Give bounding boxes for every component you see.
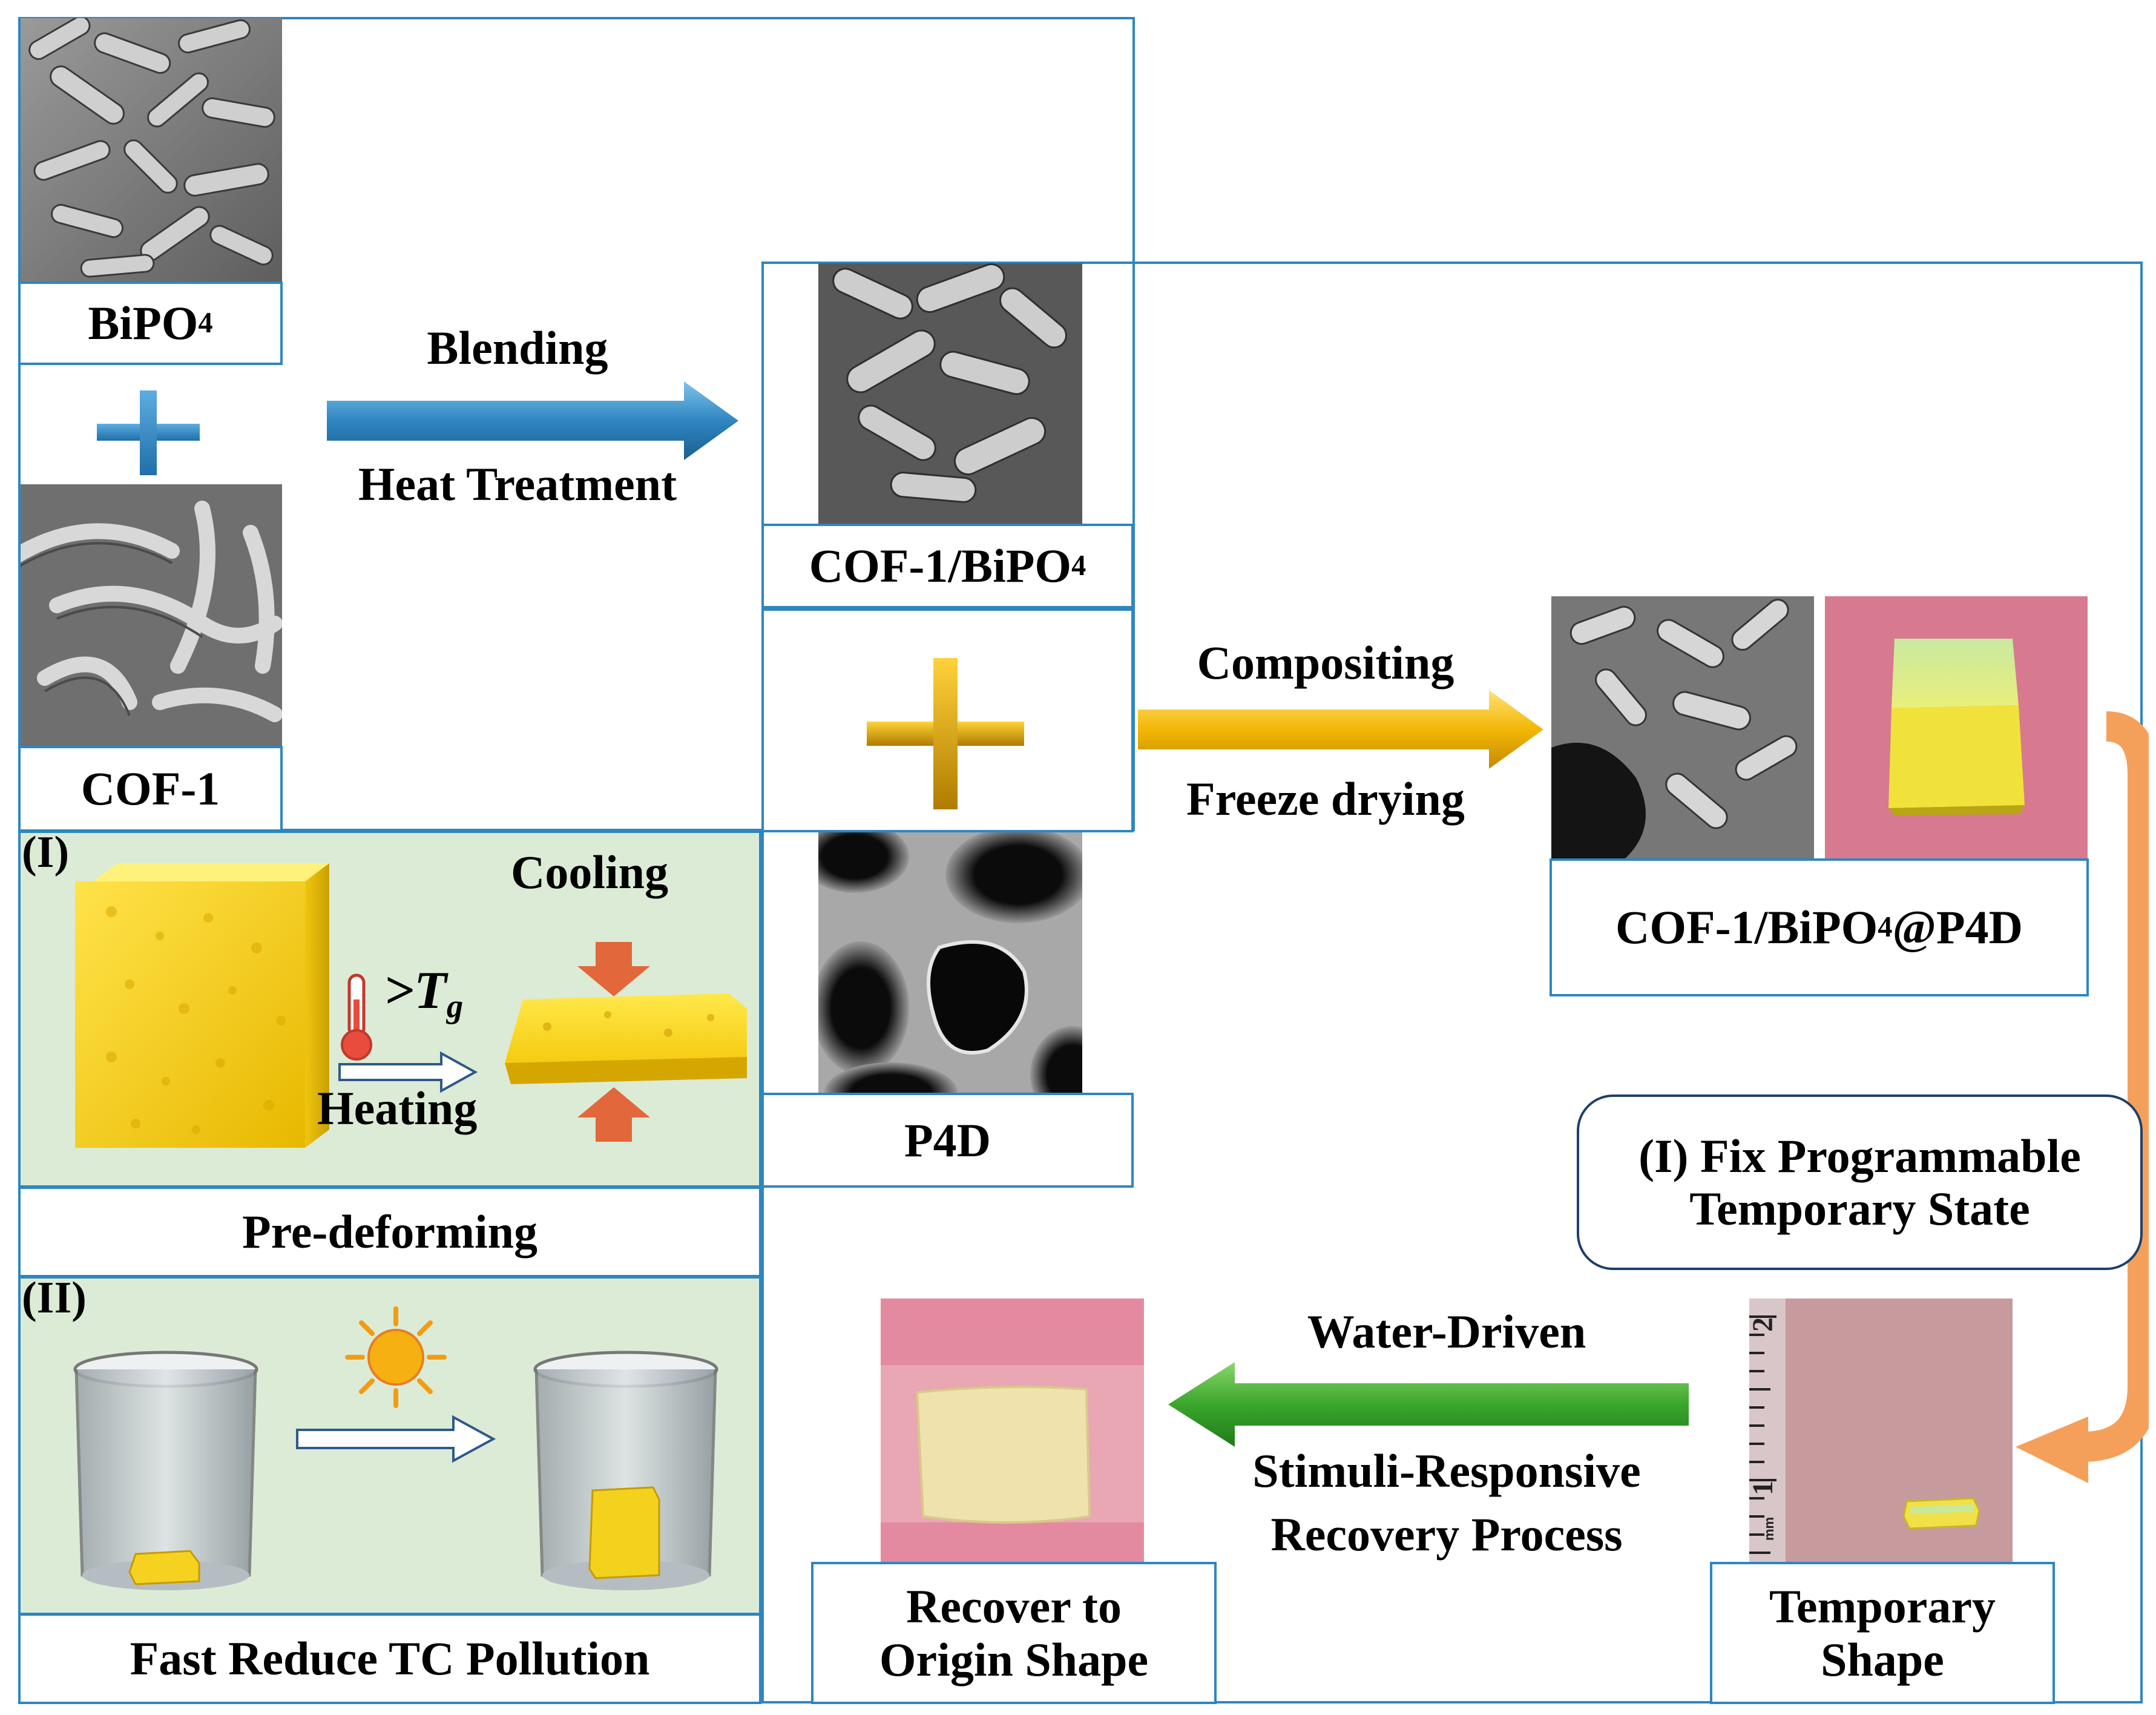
- recovery-arrow: [1168, 1362, 1689, 1447]
- p4d-label: P4D: [761, 1093, 1134, 1188]
- cof1-bipo4-sem-image: [818, 263, 1082, 524]
- pre-deforming-label: Pre-deforming: [18, 1187, 761, 1277]
- compositing-arrow: [1138, 690, 1543, 769]
- origin-shape-photo: [881, 1299, 1144, 1564]
- composite-photo: [1825, 596, 2088, 860]
- plus-icon-yellow: [867, 658, 1024, 809]
- cof1-label-text: COF-1: [81, 762, 220, 815]
- blending-arrow: [327, 381, 738, 460]
- water-driven-label: Water-Driven: [1307, 1305, 1586, 1358]
- ruler-mark-1: 1: [1749, 1481, 1779, 1495]
- cof1-bipo4-label-text: COF-1/BiPO: [809, 539, 1072, 593]
- panel-i: (I) >Tg: [18, 828, 761, 1188]
- bipo4-label-text: BiPO: [88, 297, 199, 350]
- thermometer-icon: [338, 972, 375, 1063]
- origin-line1: Recover to: [906, 1580, 1122, 1633]
- composite-sem-image: [1551, 596, 1814, 860]
- sponge-cube: [75, 863, 329, 1154]
- freeze-drying-label: Freeze drying: [1186, 772, 1465, 825]
- heating-label: Heating: [317, 1082, 478, 1134]
- bipo4-sem-image: [21, 18, 282, 283]
- compositing-label: Compositing: [1197, 636, 1454, 689]
- composite-label-text: COF-1/BiPO: [1615, 901, 1878, 954]
- bipo4-label-subscript: 4: [198, 306, 213, 339]
- plus-icon: [97, 390, 200, 475]
- blending-label: Blending: [427, 321, 608, 374]
- cof1-bipo4-label-subscript: 4: [1071, 549, 1086, 582]
- fast-reduce-label: Fast Reduce TC Pollution: [18, 1613, 761, 1704]
- cof1-sem-image: [21, 484, 282, 746]
- cof1-label: COF-1: [18, 746, 283, 832]
- sun-icon: [344, 1306, 447, 1409]
- cooling-label: Cooling: [511, 846, 669, 898]
- origin-shape-label: Recover to Origin Shape: [811, 1562, 1217, 1704]
- temporary-line2: Shape: [1821, 1633, 1944, 1686]
- ruler-mark-2: 2: [1749, 1317, 1779, 1332]
- top-left-frame: [18, 17, 1135, 831]
- temporary-shape-label: Temporary Shape: [1710, 1562, 2055, 1704]
- panel-ii-tag: (II): [22, 1273, 87, 1323]
- origin-line2: Origin Shape: [879, 1633, 1149, 1686]
- fast-reduce-text: Fast Reduce TC Pollution: [130, 1632, 650, 1685]
- temporary-shape-photo: 2 1 mm: [1749, 1299, 2013, 1564]
- plus-box: [761, 608, 1134, 832]
- p4d-label-text: P4D: [904, 1113, 991, 1167]
- fix-state-line1: (I) Fix Programmable: [1638, 1129, 2081, 1182]
- pre-deforming-text: Pre-deforming: [242, 1205, 538, 1259]
- tg-condition-text: >T: [384, 961, 447, 1020]
- heating-arrow: [338, 1051, 478, 1093]
- beaker-icon-after: [529, 1345, 729, 1599]
- panel-i-tag: (I): [22, 828, 70, 877]
- composite-label-subscript: 4: [1878, 910, 1893, 943]
- fix-state-box: (I) Fix Programmable Temporary State: [1577, 1095, 2143, 1270]
- reaction-arrow: [296, 1415, 496, 1463]
- flattened-sponge: [499, 942, 753, 1148]
- orange-curved-arrow: [1997, 702, 2149, 1501]
- p4d-sem-image: [818, 832, 1082, 1094]
- recovery-line1: Stimuli-Responsive: [1252, 1444, 1641, 1497]
- tg-condition-subscript: g: [446, 987, 464, 1025]
- fix-state-line2: Temporary State: [1689, 1182, 2030, 1235]
- recovery-line2: Recovery Process: [1270, 1508, 1623, 1561]
- temporary-line1: Temporary: [1769, 1580, 1996, 1633]
- panel-ii: (II): [18, 1273, 761, 1615]
- composite-label-suffix: @P4D: [1892, 901, 2023, 954]
- heat-treatment-label: Heat Treatment: [358, 458, 677, 510]
- ruler-unit: mm: [1761, 1517, 1776, 1541]
- beaker-icon: [69, 1345, 269, 1599]
- tg-condition: >Tg: [384, 960, 463, 1025]
